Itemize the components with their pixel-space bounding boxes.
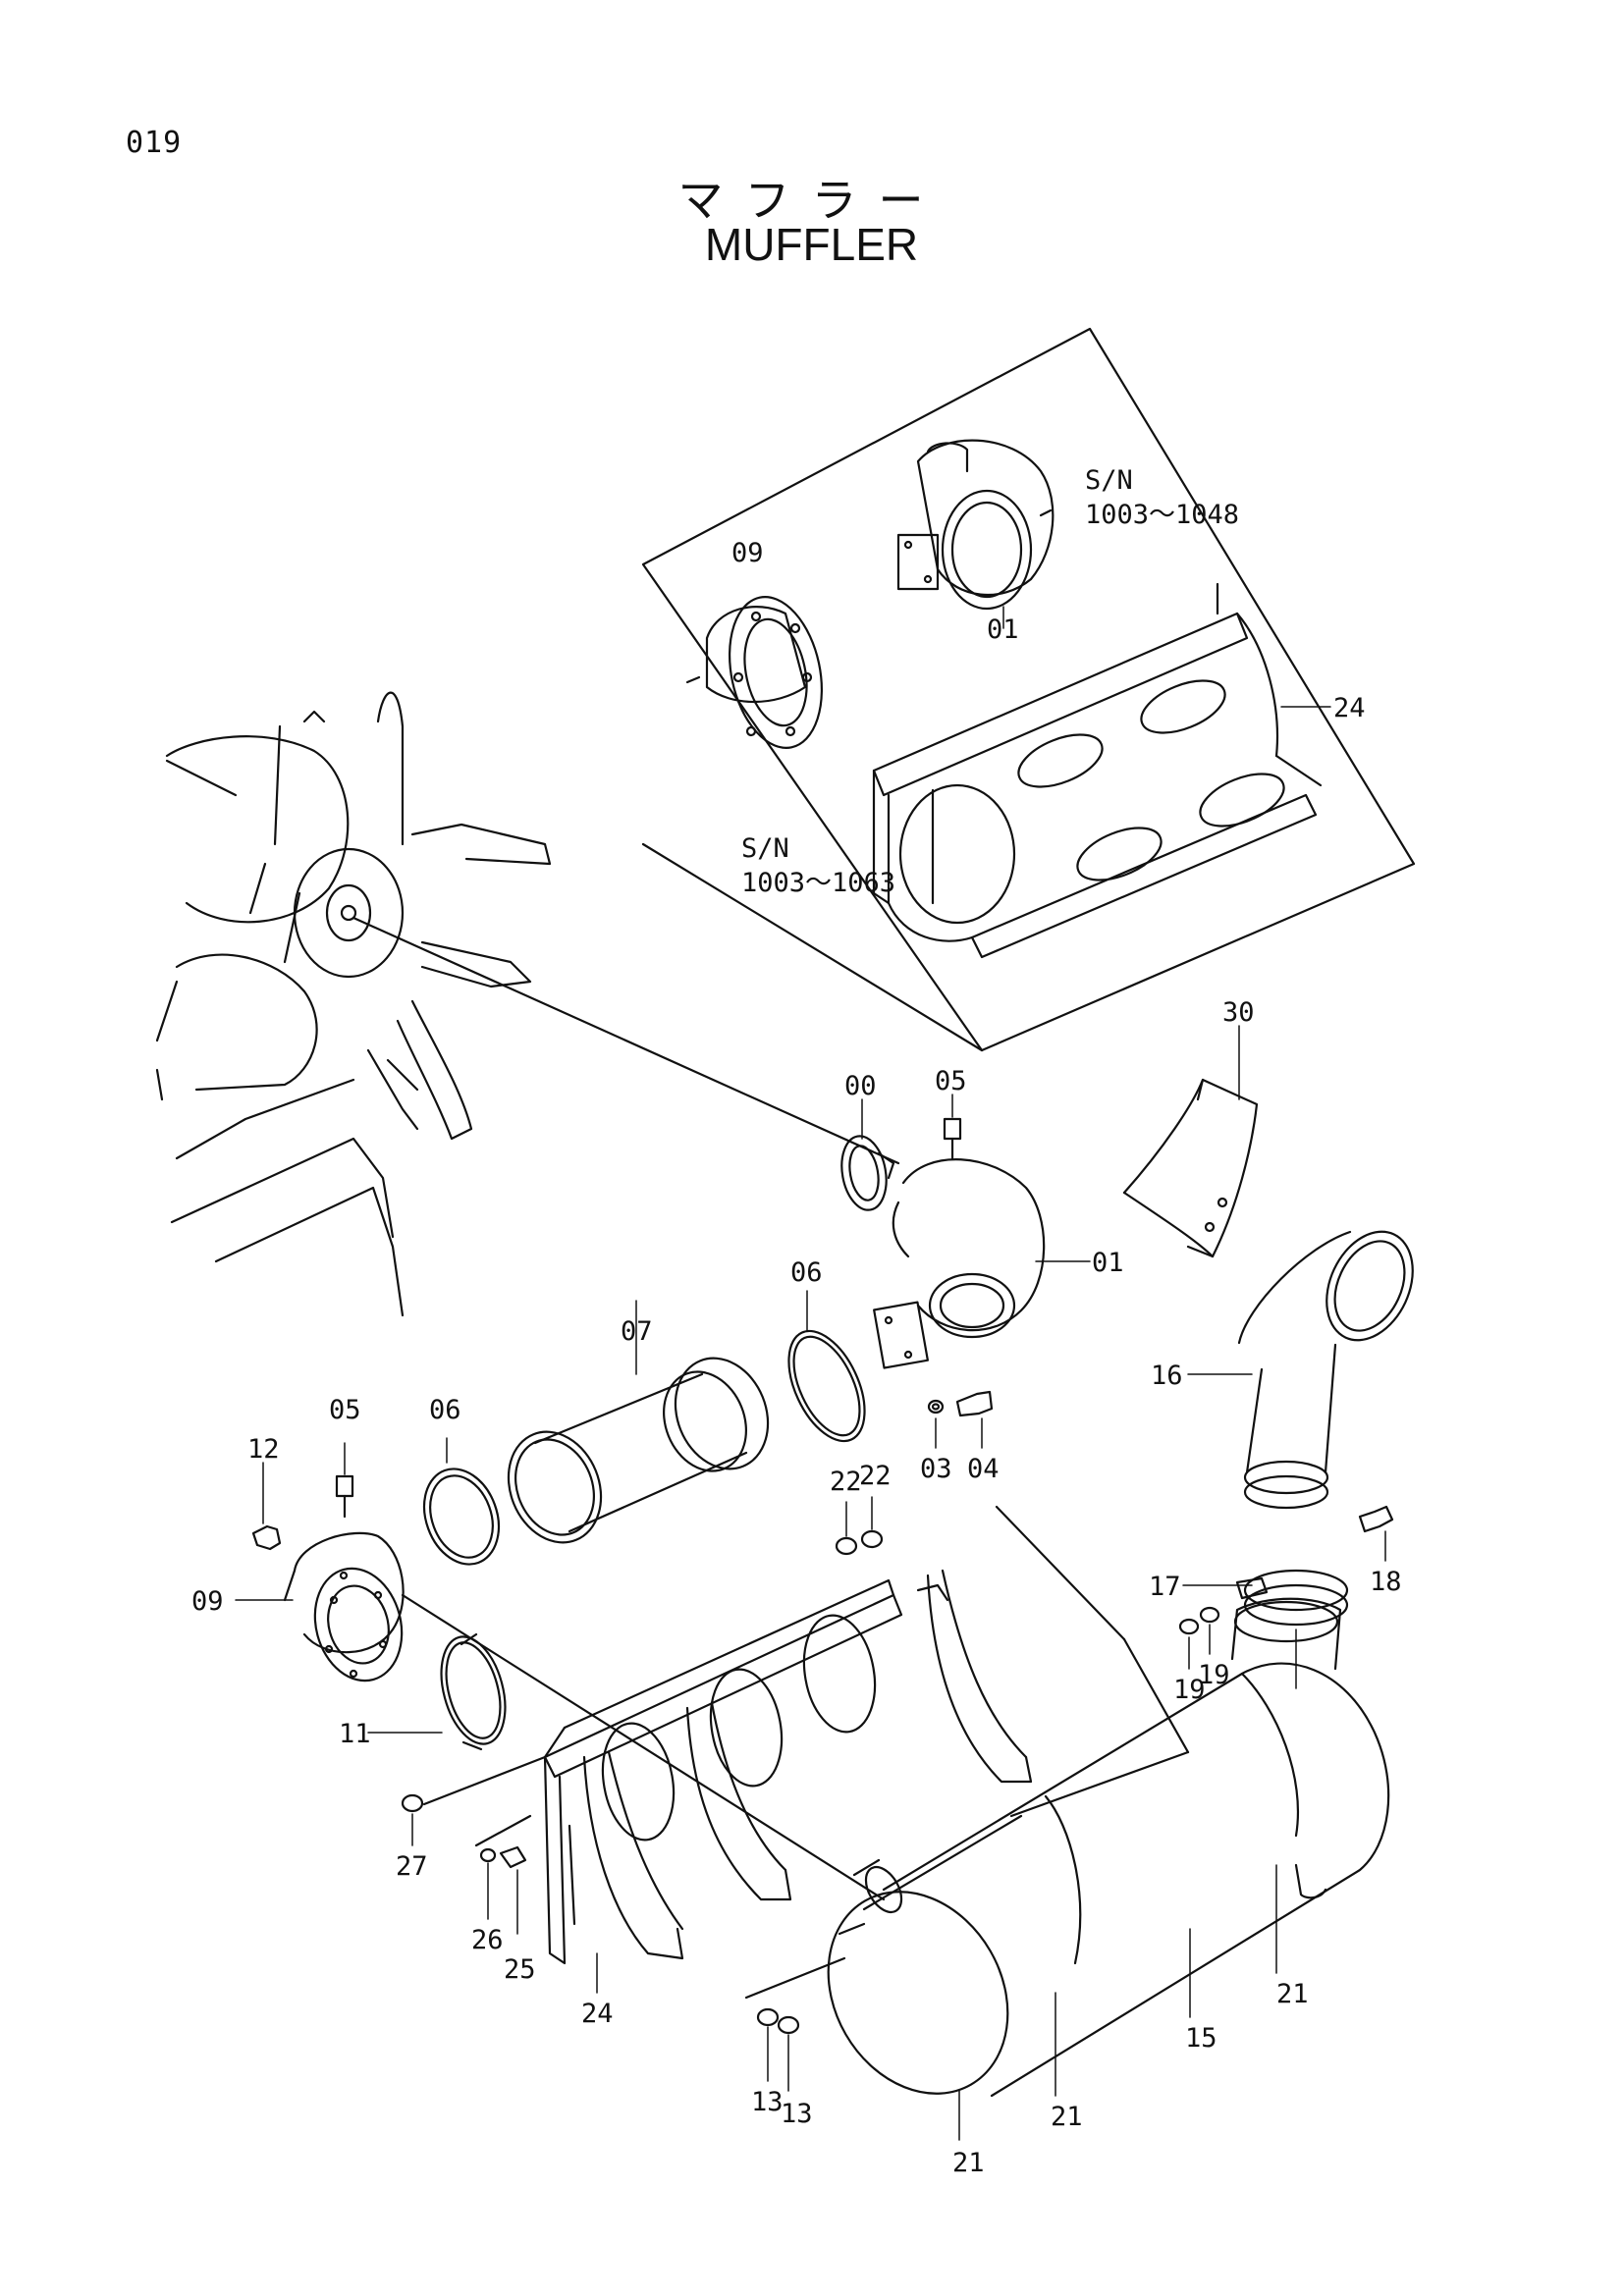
callout-labels: 09 01 24 30 00 05 01 06 07 03 04 16 05 0…: [191, 538, 1402, 2178]
callout-22-b: 22: [859, 1461, 892, 1491]
callout-12: 12: [247, 1434, 280, 1465]
muffler-body: [827, 1505, 1390, 2141]
main-assembly: [235, 1025, 1414, 2141]
callout-24-inset: 24: [1333, 693, 1366, 723]
exhaust-pipe: [507, 1300, 770, 1544]
engine-outline: [155, 691, 900, 1317]
callout-09-inset: 09: [731, 538, 764, 568]
outlet-elbow: [873, 1158, 1091, 1369]
callout-21-mid: 21: [1051, 2102, 1083, 2132]
callout-21-right: 21: [1276, 1979, 1309, 2009]
callout-21-bottom: 21: [952, 2148, 985, 2178]
callout-03: 03: [920, 1454, 952, 1484]
cradle-bracket: [543, 1569, 1033, 1994]
callout-22-a: 22: [830, 1467, 862, 1497]
callout-01: 01: [1092, 1248, 1124, 1278]
callout-13-b: 13: [781, 2099, 813, 2129]
seal-ring-right: [787, 1290, 866, 1443]
callout-24: 24: [581, 1999, 614, 2029]
sn-note-1048-line2: 1003～1048: [1085, 500, 1239, 530]
callout-17: 17: [1149, 1572, 1181, 1602]
inset-panel: [641, 327, 1416, 1052]
callout-16: 16: [1151, 1361, 1183, 1391]
callout-18: 18: [1370, 1567, 1402, 1597]
callout-30: 30: [1222, 997, 1255, 1028]
callout-15: 15: [1185, 2023, 1217, 2054]
callout-05-left: 05: [329, 1395, 361, 1425]
callout-26: 26: [471, 1925, 504, 1955]
sn-note-1048-line1: S/N: [1085, 465, 1133, 496]
inset-outlet-elbow: [896, 439, 1055, 629]
callout-07: 07: [621, 1316, 653, 1347]
sn-note-1063-line1: S/N: [741, 833, 789, 864]
callout-25: 25: [504, 1954, 536, 1985]
tail-pipe-clamp: [1178, 1505, 1394, 1689]
bracket-fasteners: [401, 1755, 547, 1935]
sn-note-1063-line2: 1003～1063: [741, 868, 895, 898]
callout-11: 11: [339, 1719, 371, 1749]
nuts-13: [744, 1956, 846, 2092]
tail-pipe: [1187, 1230, 1414, 1510]
callout-00: 00: [844, 1071, 877, 1101]
callout-19-b: 19: [1198, 1660, 1230, 1690]
callout-05-top: 05: [935, 1066, 967, 1096]
inset-elbow-adapter: [685, 596, 824, 749]
callout-27: 27: [396, 1851, 428, 1882]
page-number: 019: [126, 126, 183, 160]
callout-01-inset: 01: [987, 614, 1019, 645]
callout-09: 09: [191, 1586, 224, 1617]
heat-shield: [1122, 1025, 1259, 1258]
plug-bolt-top: [943, 1094, 962, 1160]
elbow-adapter-group: [235, 1437, 886, 1901]
callout-06-left: 06: [429, 1395, 461, 1425]
v-band-clamp: [840, 1098, 895, 1211]
washer-and-bolt: [927, 1390, 994, 1449]
inset-cradle-bracket: [872, 582, 1331, 959]
title-japanese: マフラー: [677, 174, 946, 227]
callout-06-right: 06: [790, 1257, 823, 1288]
callout-13-a: 13: [751, 2087, 784, 2117]
serial-notes: S/N 1003～1048 S/N 1003～1063: [741, 465, 1239, 898]
callout-19-a: 19: [1173, 1675, 1206, 1705]
callout-04: 04: [967, 1454, 1000, 1484]
title-english: MUFFLER: [704, 219, 919, 270]
nuts-22: [835, 1496, 884, 1556]
